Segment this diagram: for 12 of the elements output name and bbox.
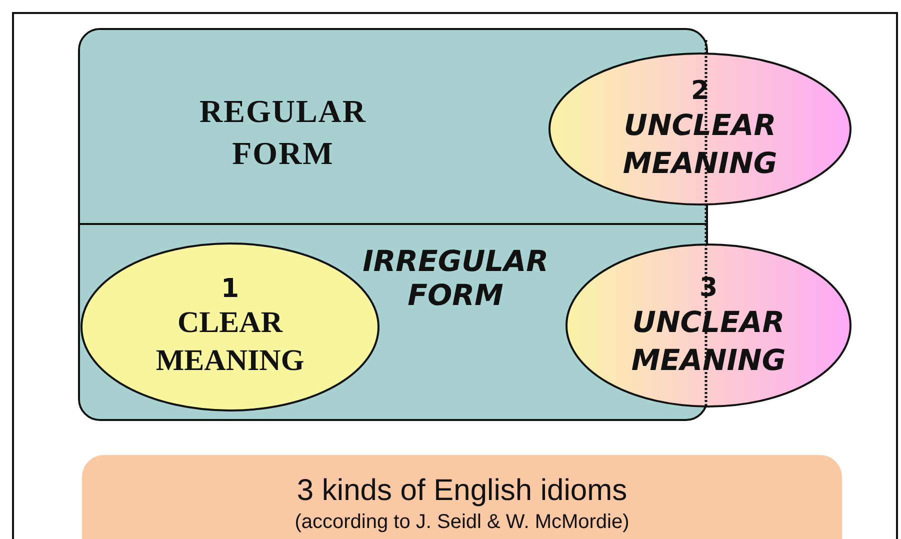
meaning-ellipse (565, 243, 852, 408)
meaning-label: UNCLEAR MEANING (622, 107, 778, 182)
caption-source: (according to J. Seidl & W. McMordie) (294, 510, 630, 535)
caption-panel (82, 455, 842, 539)
meaning-label: CLEAR MEANING (154, 305, 306, 379)
idiom-number: 3 (699, 272, 718, 302)
caption-title: 3 kinds of English idioms (296, 473, 628, 509)
meaning-label: UNCLEAR MEANING (630, 304, 787, 378)
region-label: REGULAR FORM (198, 92, 368, 173)
region-label: IRREGULAR FORM (362, 244, 550, 312)
idiom-number: 1 (220, 274, 240, 304)
meaning-ellipse (548, 52, 852, 206)
